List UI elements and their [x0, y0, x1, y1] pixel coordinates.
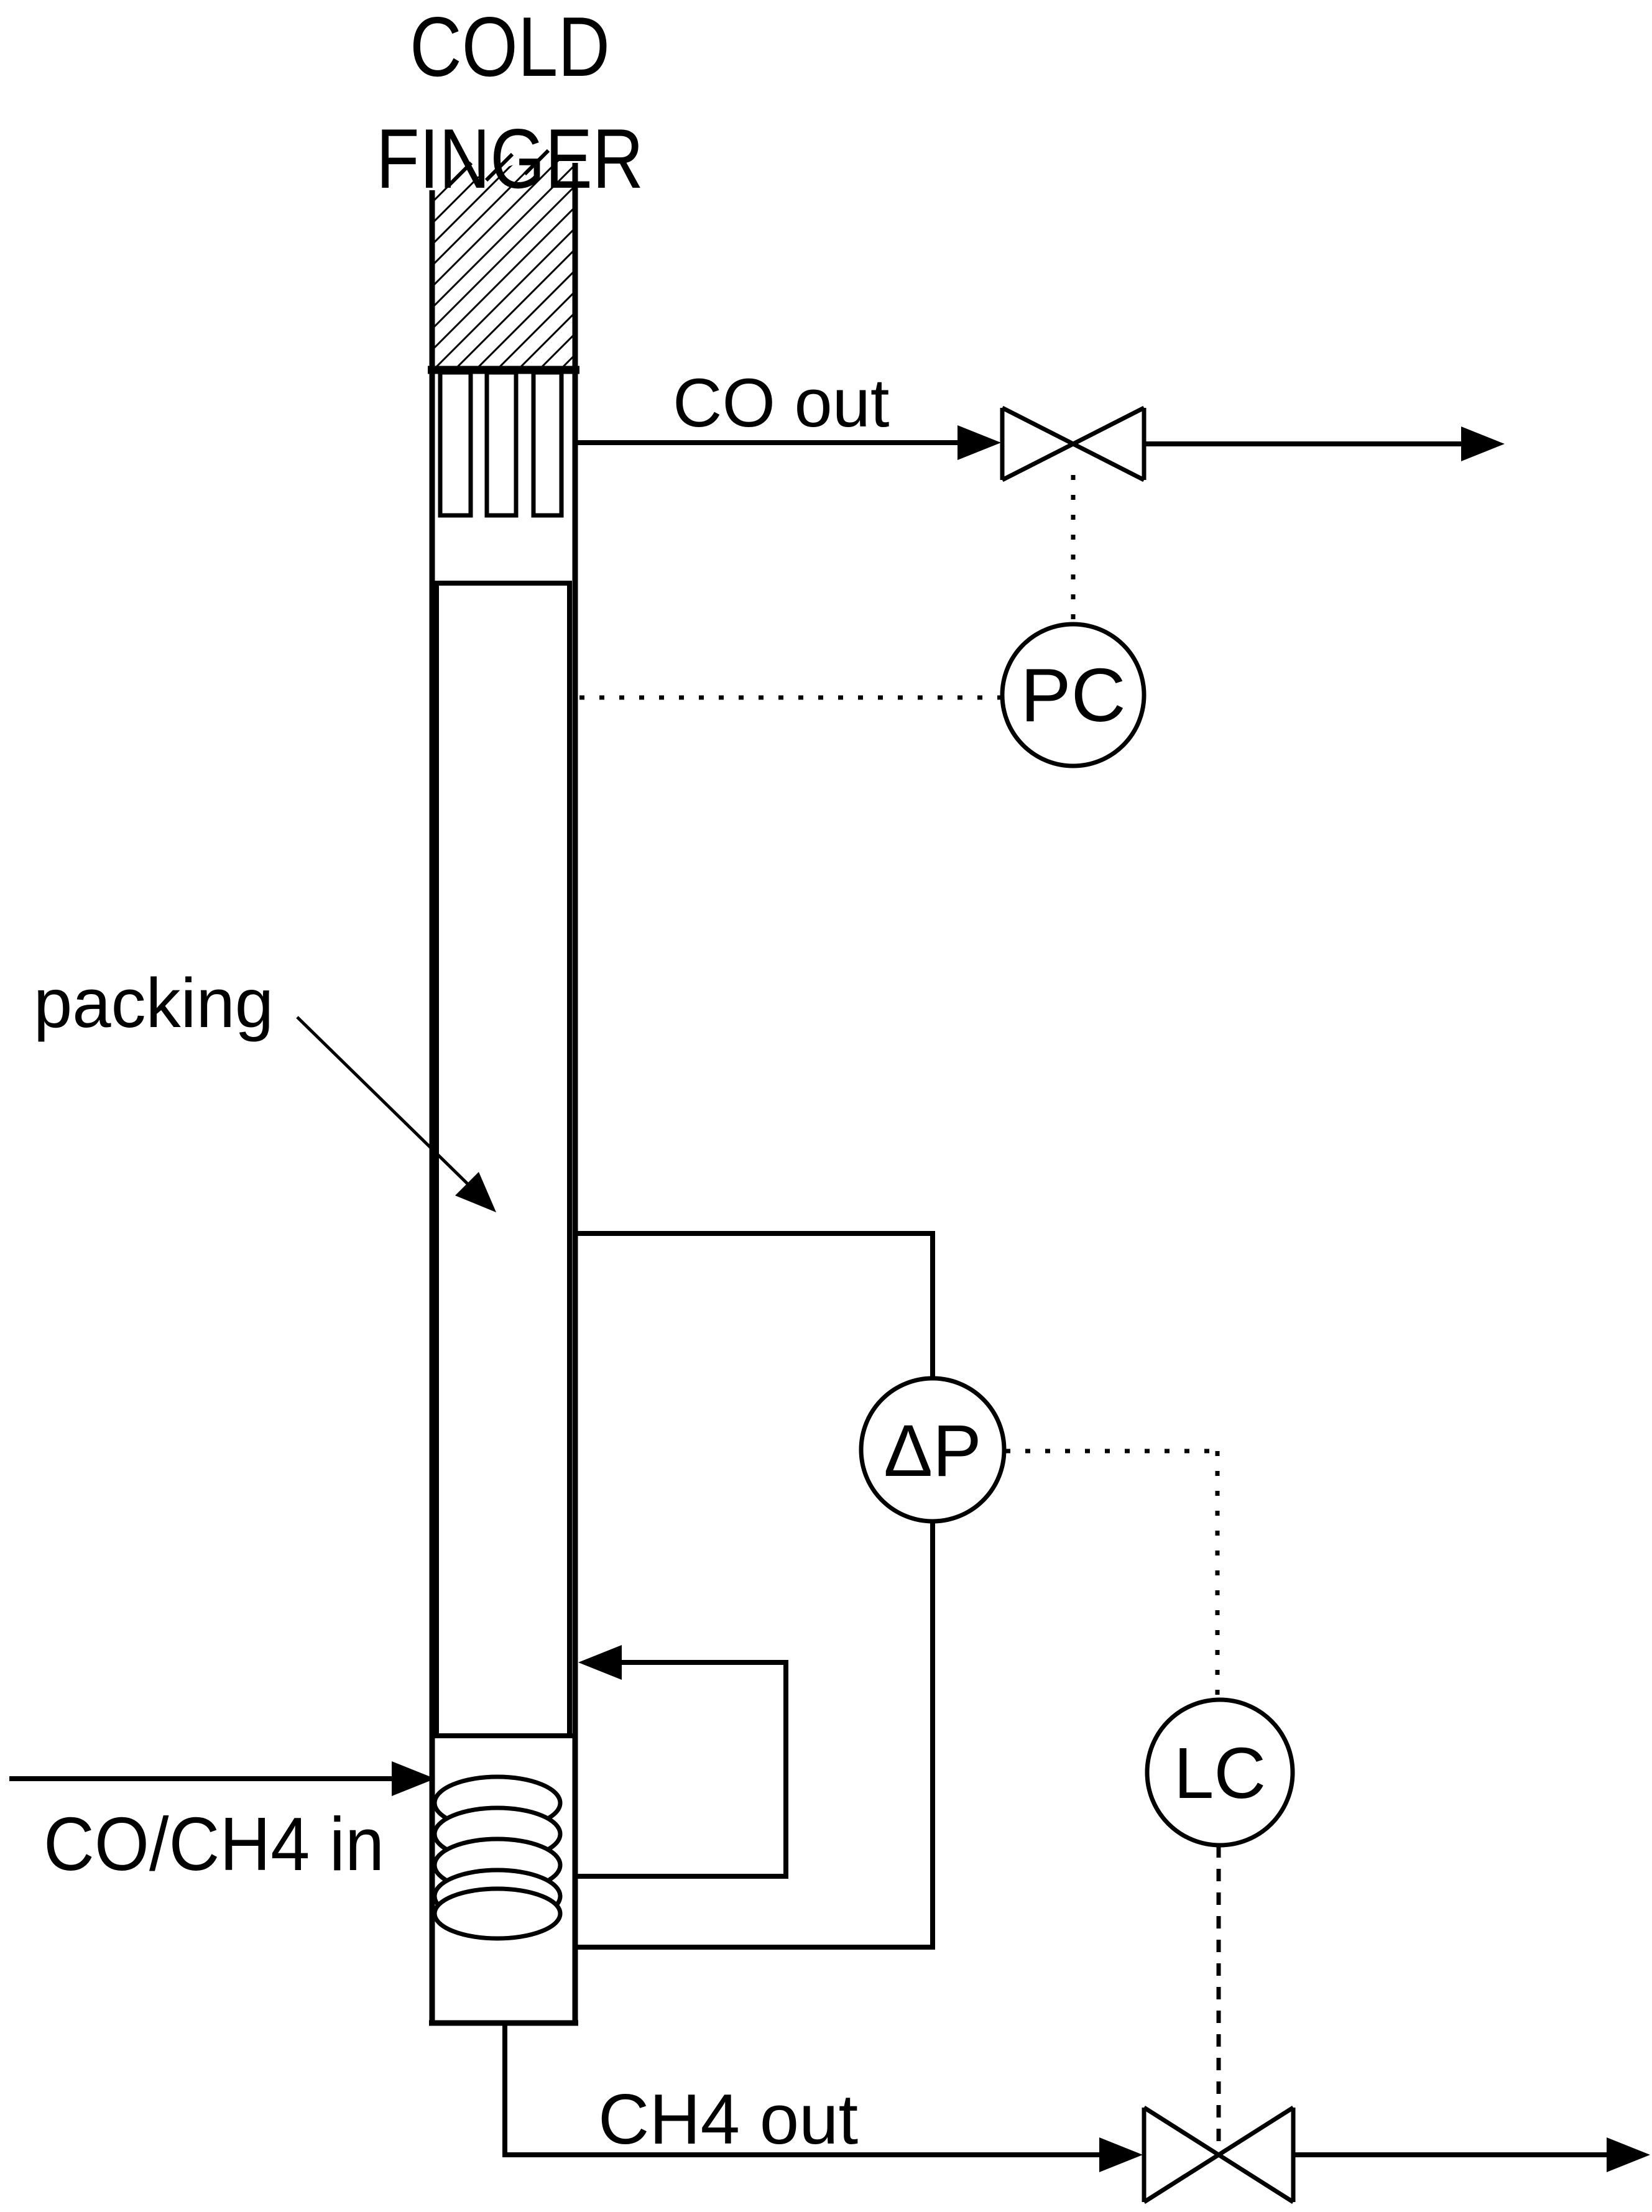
packing-leader-arrow-icon	[455, 1172, 496, 1212]
co-out-valve-icon	[1000, 405, 1147, 482]
packing-leader-line	[296, 1016, 473, 1189]
cold-finger-label-line2: FINGER	[376, 111, 644, 206]
ch4-out-end-arrow-icon	[1607, 2137, 1650, 2172]
co-out-arrow-icon	[958, 425, 1001, 460]
feed-label: CO/CH4 in	[44, 1802, 384, 1886]
packing-bed	[434, 581, 572, 1738]
cold-finger-fin	[531, 370, 564, 518]
recycle-loop-line	[575, 1660, 788, 1879]
dp-upper-tap-line	[575, 1231, 935, 1378]
coil-loop	[432, 1886, 563, 1941]
lc-instrument-circle	[1145, 1697, 1295, 1848]
dp-instrument-label: ΔP	[884, 1410, 982, 1492]
cold-finger-torn-edge	[447, 149, 550, 187]
cold-finger-label-line1: COLD	[410, 0, 610, 94]
feed-arrow-icon	[392, 1761, 435, 1796]
pc-instrument-label: PC	[1020, 653, 1125, 737]
co-out-end-arrow-icon	[1461, 426, 1505, 461]
ch4-out-label: CH4 out	[598, 2080, 858, 2159]
co-out-label: CO out	[673, 365, 889, 441]
cold-finger-body	[432, 155, 575, 367]
cold-finger-fin	[438, 370, 473, 518]
dp-instrument-circle	[859, 1376, 1007, 1524]
ch4-out-arrow-icon	[1099, 2137, 1143, 2172]
pc-instrument-circle	[1000, 622, 1147, 768]
dp-lower-tap-line	[575, 1521, 935, 1950]
column	[428, 149, 579, 2026]
cold-finger-fin	[484, 370, 519, 518]
ch4-out-line	[502, 2023, 1101, 2157]
lc-instrument-label: LC	[1174, 1733, 1266, 1813]
ch4-out-valve-icon	[1142, 2106, 1296, 2204]
recycle-arrow-icon	[578, 1645, 622, 1680]
inlet-coil	[432, 1774, 563, 1941]
packing-label: packing	[34, 964, 274, 1042]
